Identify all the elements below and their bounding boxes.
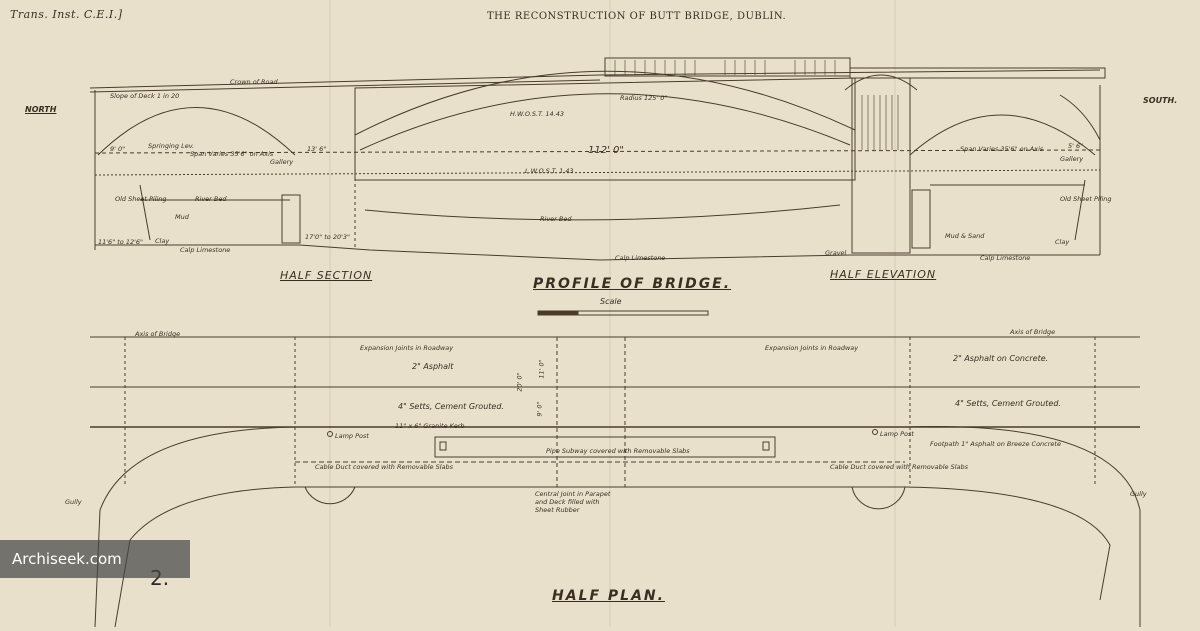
expansion-joints-left: Expansion Joints in Roadway bbox=[360, 344, 454, 352]
north-refuge bbox=[305, 487, 355, 504]
calp-limestone-right: Calp Limestone bbox=[980, 254, 1031, 262]
central-joint-label: Central Joint in Parapet and Deck filled… bbox=[535, 490, 611, 514]
expansion-joints-right: Expansion Joints in Roadway bbox=[765, 344, 859, 352]
asphalt-left-label: 2" Asphalt bbox=[412, 362, 454, 371]
north-label: NORTH bbox=[25, 105, 57, 114]
mud-sand-label: Mud & Sand bbox=[945, 232, 985, 240]
south-arch bbox=[910, 115, 1095, 155]
half-plan-title: HALF PLAN. bbox=[552, 588, 665, 604]
cable-duct-right-label: Cable Duct covered with Removable Slabs bbox=[830, 463, 969, 471]
span-varies-left: Span Varies 35'6" on Axis bbox=[190, 150, 274, 158]
slope-label: Slope of Deck 1 in 20 bbox=[110, 92, 180, 100]
road-deck-line bbox=[90, 70, 1100, 88]
springing-label: Springing Lev. bbox=[148, 142, 195, 150]
main-arch-inner bbox=[360, 94, 850, 150]
south-refuge bbox=[852, 487, 905, 509]
half-section-label: HALF SECTION bbox=[280, 269, 373, 282]
gravel-label: Gravel bbox=[825, 249, 847, 257]
river-bed-label-north: River Bed bbox=[195, 195, 227, 203]
old-sheet-piling-north: Old Sheet Piling bbox=[115, 195, 167, 203]
half-elevation-label: HALF ELEVATION bbox=[830, 268, 937, 281]
scale-bar-fill bbox=[538, 311, 578, 315]
parapet-railing bbox=[605, 58, 850, 76]
pier-cap bbox=[845, 75, 917, 90]
calp-limestone-left: Calp Limestone bbox=[180, 246, 231, 254]
manhole-left bbox=[440, 442, 446, 450]
river-bed bbox=[365, 205, 840, 220]
dim-9b-label: 9' 0" bbox=[535, 401, 544, 417]
main-arch bbox=[355, 71, 855, 135]
pipe-subway bbox=[435, 437, 775, 457]
old-sheet-piling-south: Old Sheet Piling bbox=[1060, 195, 1112, 203]
calp-limestone-mid: Calp Limestone bbox=[615, 254, 666, 262]
clear-span-dimension: 112' 0" bbox=[588, 145, 624, 156]
axis-of-bridge-right: Axis of Bridge bbox=[1010, 328, 1056, 336]
dim-9-label: 9' 0" bbox=[110, 145, 126, 153]
deck-underside bbox=[90, 80, 600, 92]
dim-11-label: 11' 0" bbox=[537, 359, 546, 379]
clay-label-right: Clay bbox=[1055, 238, 1070, 246]
manhole-right bbox=[763, 442, 769, 450]
radius-label: Radius 125' 0" bbox=[620, 94, 668, 102]
watermark-text: Archiseek.com bbox=[12, 550, 122, 568]
north-piling bbox=[140, 185, 150, 240]
journal-reference: Trans. Inst. C.E.I.] bbox=[10, 8, 123, 21]
profile-title: PROFILE OF BRIDGE. bbox=[533, 276, 732, 292]
pier-fluting bbox=[862, 95, 898, 150]
dims-mid-label: 17'0" to 20'3" bbox=[305, 233, 351, 241]
crown-of-road-label: Crown of Road bbox=[230, 78, 278, 86]
cable-duct-left-label: Cable Duct covered with Removable Slabs bbox=[315, 463, 454, 471]
south-arch-ring bbox=[1060, 95, 1100, 140]
gully-right-label: Gully bbox=[1130, 490, 1147, 498]
river-bed-label-main: River Bed bbox=[540, 215, 572, 223]
watermark-banner: Archiseek.com bbox=[0, 540, 190, 578]
south-piling bbox=[1075, 180, 1085, 240]
lamp-post-left bbox=[328, 432, 333, 437]
clay-label-left: Clay bbox=[155, 237, 170, 245]
gallery-label-right: Gallery bbox=[1060, 155, 1084, 163]
mud-label: Mud bbox=[175, 213, 189, 221]
lamp-post-right bbox=[873, 430, 878, 435]
south-pier-footing bbox=[912, 190, 930, 248]
north-kerb-curve bbox=[95, 427, 295, 627]
dim-20-label: 20' 0" bbox=[515, 372, 524, 392]
axis-of-bridge-left: Axis of Bridge bbox=[135, 330, 181, 338]
south-label: SOUTH. bbox=[1143, 96, 1178, 105]
dims-left-label: 11'6" to 12'6" bbox=[98, 238, 144, 246]
north-arch bbox=[98, 108, 295, 156]
asphalt-right-label: 2" Asphalt on Concrete. bbox=[953, 354, 1049, 363]
scale-label: Scale bbox=[600, 297, 622, 306]
lwost-line bbox=[95, 170, 1100, 175]
lamp-post-left-label: Lamp Post bbox=[335, 432, 369, 440]
footpath-label: Footpath 1" Asphalt on Breeze Concrete bbox=[930, 440, 1061, 448]
dim-13-label: 13' 6" bbox=[307, 145, 327, 153]
pipe-subway-label: Pipe Subway covered with Removable Slabs bbox=[546, 447, 690, 455]
south-parapet bbox=[850, 68, 1105, 78]
central-pier bbox=[852, 78, 910, 253]
span-varies-right: Span Varies 35'6" on Axis bbox=[960, 145, 1044, 153]
kerb-label: 11" x 6" Granite Kerb bbox=[395, 422, 465, 430]
lwost-label: L.W.O.S.T. 1.43 bbox=[525, 167, 574, 175]
drawing-title: THE RECONSTRUCTION OF BUTT BRIDGE, DUBLI… bbox=[487, 11, 787, 22]
hwost-label: H.W.O.S.T. 14.43 bbox=[510, 110, 564, 118]
gallery-label-left: Gallery bbox=[270, 158, 294, 166]
lamp-post-right-label: Lamp Post bbox=[880, 430, 914, 438]
limestone-line bbox=[95, 245, 1100, 260]
gully-left-label: Gully bbox=[65, 498, 82, 506]
setts-right-label: 4" Setts, Cement Grouted. bbox=[955, 399, 1061, 408]
dim-5-label: 5' 6" bbox=[1068, 142, 1084, 150]
north-abutment-footing bbox=[282, 195, 300, 243]
north-footpath-curve bbox=[115, 487, 295, 627]
south-kerb-curve bbox=[905, 426, 1140, 627]
south-footpath-curve bbox=[905, 487, 1110, 600]
setts-left-label: 4" Setts, Cement Grouted. bbox=[398, 402, 504, 411]
